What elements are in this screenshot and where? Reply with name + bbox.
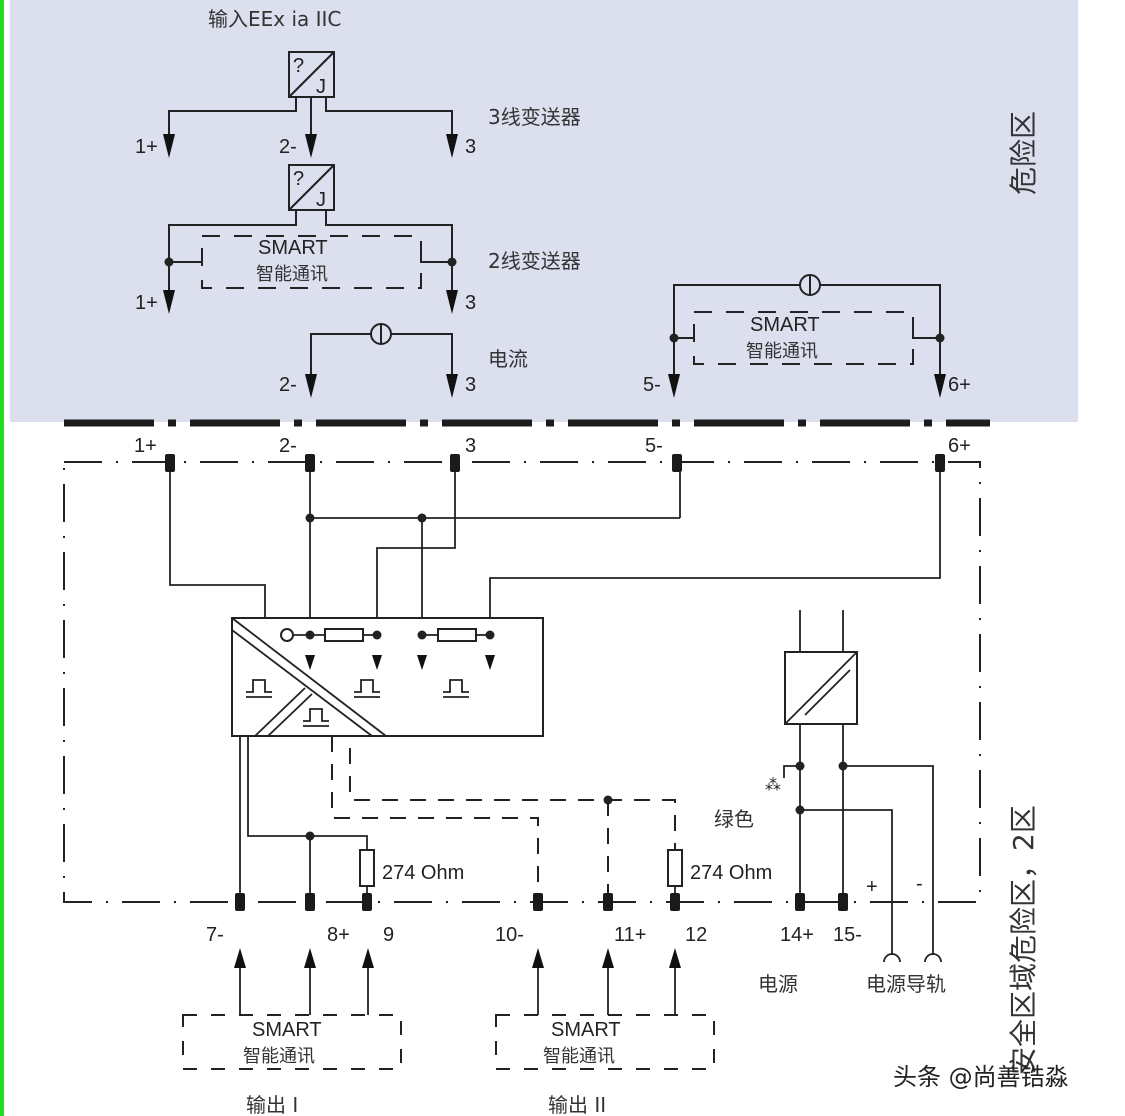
smart-label-output-1: SMART [252,1019,322,1041]
terminal-1 [165,454,175,472]
power-plus: + [866,876,878,898]
terminal-label-10minus: 10- [495,924,524,946]
terminal-6 [935,454,945,472]
safe-zone-label: 安全区域危险区，2区 [1007,805,1040,1075]
input-title: 输入EEx ia IIC [208,7,341,31]
three-wire-connections [168,97,453,138]
smart-label-loop: SMART [750,314,820,336]
output-1-label: 输出 I [246,1093,298,1116]
left-edge-accent [0,0,4,1116]
arrow-2wire-1 [163,290,175,314]
terminal-11 [603,893,613,911]
led-icon: ⁂ [765,776,781,794]
arrow-3wire-1 [163,134,175,158]
terminal-8 [305,893,315,911]
svg-text:J: J [316,76,326,98]
hazardous-zone-label: 危险区 [1007,111,1040,195]
smart-sub-output-2: 智能通讯 [543,1046,615,1067]
smart-sub-output-1: 智能通讯 [243,1046,315,1067]
hazardous-area-background [10,0,1078,422]
smart-sub-2wire: 智能通讯 [256,264,328,285]
terminal-label-9: 9 [383,924,394,946]
terminal-9 [362,893,372,911]
terminal-label-15minus: 15- [833,924,862,946]
isolator-module [231,617,544,737]
power-minus: - [916,873,923,895]
resistor-label-2: 274 Ohm [690,862,772,884]
terminal-label-1plus: 1+ [134,435,157,457]
output-1-wiring [239,736,375,895]
smart-box-2wire [201,235,422,289]
label-3wire-3: 3 [465,136,476,158]
smart-box-loop [693,311,914,365]
arrow-current-3 [446,374,458,398]
output-2-wiring [331,736,683,895]
output-2-label: 输出 II [548,1093,606,1116]
arrow-3wire-2 [305,134,317,158]
label-3wire-2minus: 2- [279,136,297,158]
terminal-12 [670,893,680,911]
smart-box-output-2 [495,1014,715,1070]
terminal-label-5minus: 5- [645,435,663,457]
converter-symbol-2wire: ? J [288,164,335,211]
power-rail-label: 电源导轨 [866,972,946,996]
power-supply [783,610,942,963]
three-wire-transmitter-label: 3线变送器 [488,105,581,129]
smart-box-output-1 [182,1014,402,1070]
label-3wire-1plus: 1+ [135,136,158,158]
terminal-5 [672,454,682,472]
arrow-loop-5 [668,374,680,398]
terminal-7 [235,893,245,911]
arrow-3wire-3 [446,134,458,158]
led-color-label: 绿色 [714,807,754,831]
label-current-2minus: 2- [279,374,297,396]
current-source [310,323,453,378]
label-current-3: 3 [465,374,476,396]
label-loop-6plus: 6+ [948,374,971,396]
smart-label-2wire: SMART [258,237,328,259]
watermark: 头条 @尚善锆淼 [893,1063,1069,1091]
svg-text:J: J [316,189,326,211]
resistor-label-1: 274 Ohm [382,862,464,884]
label-2wire-1plus: 1+ [135,292,158,314]
terminal-label-14plus: 14+ [780,924,814,946]
smart-sub-loop: 智能通讯 [746,341,818,362]
label-loop-5minus: 5- [643,374,661,396]
terminal-label-7minus: 7- [206,924,224,946]
terminal-15 [838,893,848,911]
svg-text:?: ? [293,55,304,77]
svg-text:?: ? [293,168,304,190]
arrow-2wire-3 [446,290,458,314]
converter-symbol-3wire: ? J [288,51,335,98]
current-label: 电流 [488,347,528,371]
terminal-10 [533,893,543,911]
terminal-label-3: 3 [465,435,476,457]
terminal-label-11plus: 11+ [614,924,646,946]
terminal-label-8plus: 8+ [327,924,350,946]
terminal-14 [795,893,805,911]
terminal-2 [305,454,315,472]
smart-label-output-2: SMART [551,1019,621,1041]
power-label: 电源 [758,972,798,996]
arrow-current-2 [305,374,317,398]
loop-5-6-connections [669,274,945,378]
two-wire-transmitter-label: 2线变送器 [488,249,581,273]
terminal-label-2minus: 2- [279,435,297,457]
terminal-label-6plus: 6+ [948,435,971,457]
label-2wire-3: 3 [465,292,476,314]
terminal-label-12: 12 [685,924,707,946]
output-arrows [234,948,681,1015]
terminal-3 [450,454,460,472]
arrow-loop-6 [934,374,946,398]
